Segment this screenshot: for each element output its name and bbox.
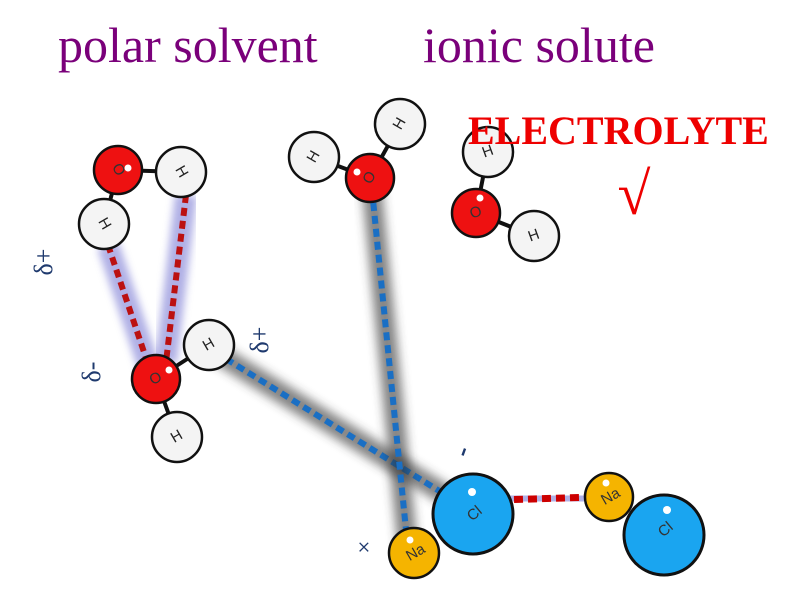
chloride-ion-bonded: Cl [431,472,515,556]
hydrogen-atom [507,209,561,263]
delta-minus-label: δ- [77,362,106,383]
oxygen-label: O [467,203,484,223]
hydrogen-atom [373,97,427,151]
title-polar-solvent: polar solvent [58,17,318,73]
minus-charge-label: - [446,442,478,461]
delta-plus-label-left: δ+ [29,249,58,276]
ionic-bond-cl-na [499,486,596,511]
check-mark-symbol: √ [618,161,651,227]
oxygen-atom [92,144,144,196]
water-molecule-upper-left: O H H [77,144,208,251]
h-bond-left-inner [155,193,197,364]
water-molecule-top-center: O H H [287,97,427,204]
sodium-ion-bonded: Na [583,471,635,523]
title-ionic-solute: ionic solute [423,17,655,73]
hydrogen-atom [154,145,208,199]
ion-dipole-o-to-na [362,189,418,551]
hydrogen-atom [150,410,204,464]
hydrogen-atom [77,197,131,251]
chloride-ion-free: Cl [622,493,706,577]
delta-plus-label-center: δ+ [245,327,274,354]
water-molecule-right: H O H [450,125,561,263]
electrolyte-label: ELECTROLYTE [468,108,769,153]
hydrogen-atom [182,318,236,372]
water-molecule-lower-left: O H H [130,318,236,464]
oxygen-atom [450,187,502,239]
ion-dipole-h-to-cl [209,343,476,519]
oxygen-atom [344,152,396,204]
plus-charge-label: + [348,532,379,563]
sodium-ion-free: Na [387,526,441,580]
h-bond-left-outer [97,241,161,374]
hydrogen-atom [287,130,341,184]
hydrogen-atom [461,125,515,179]
